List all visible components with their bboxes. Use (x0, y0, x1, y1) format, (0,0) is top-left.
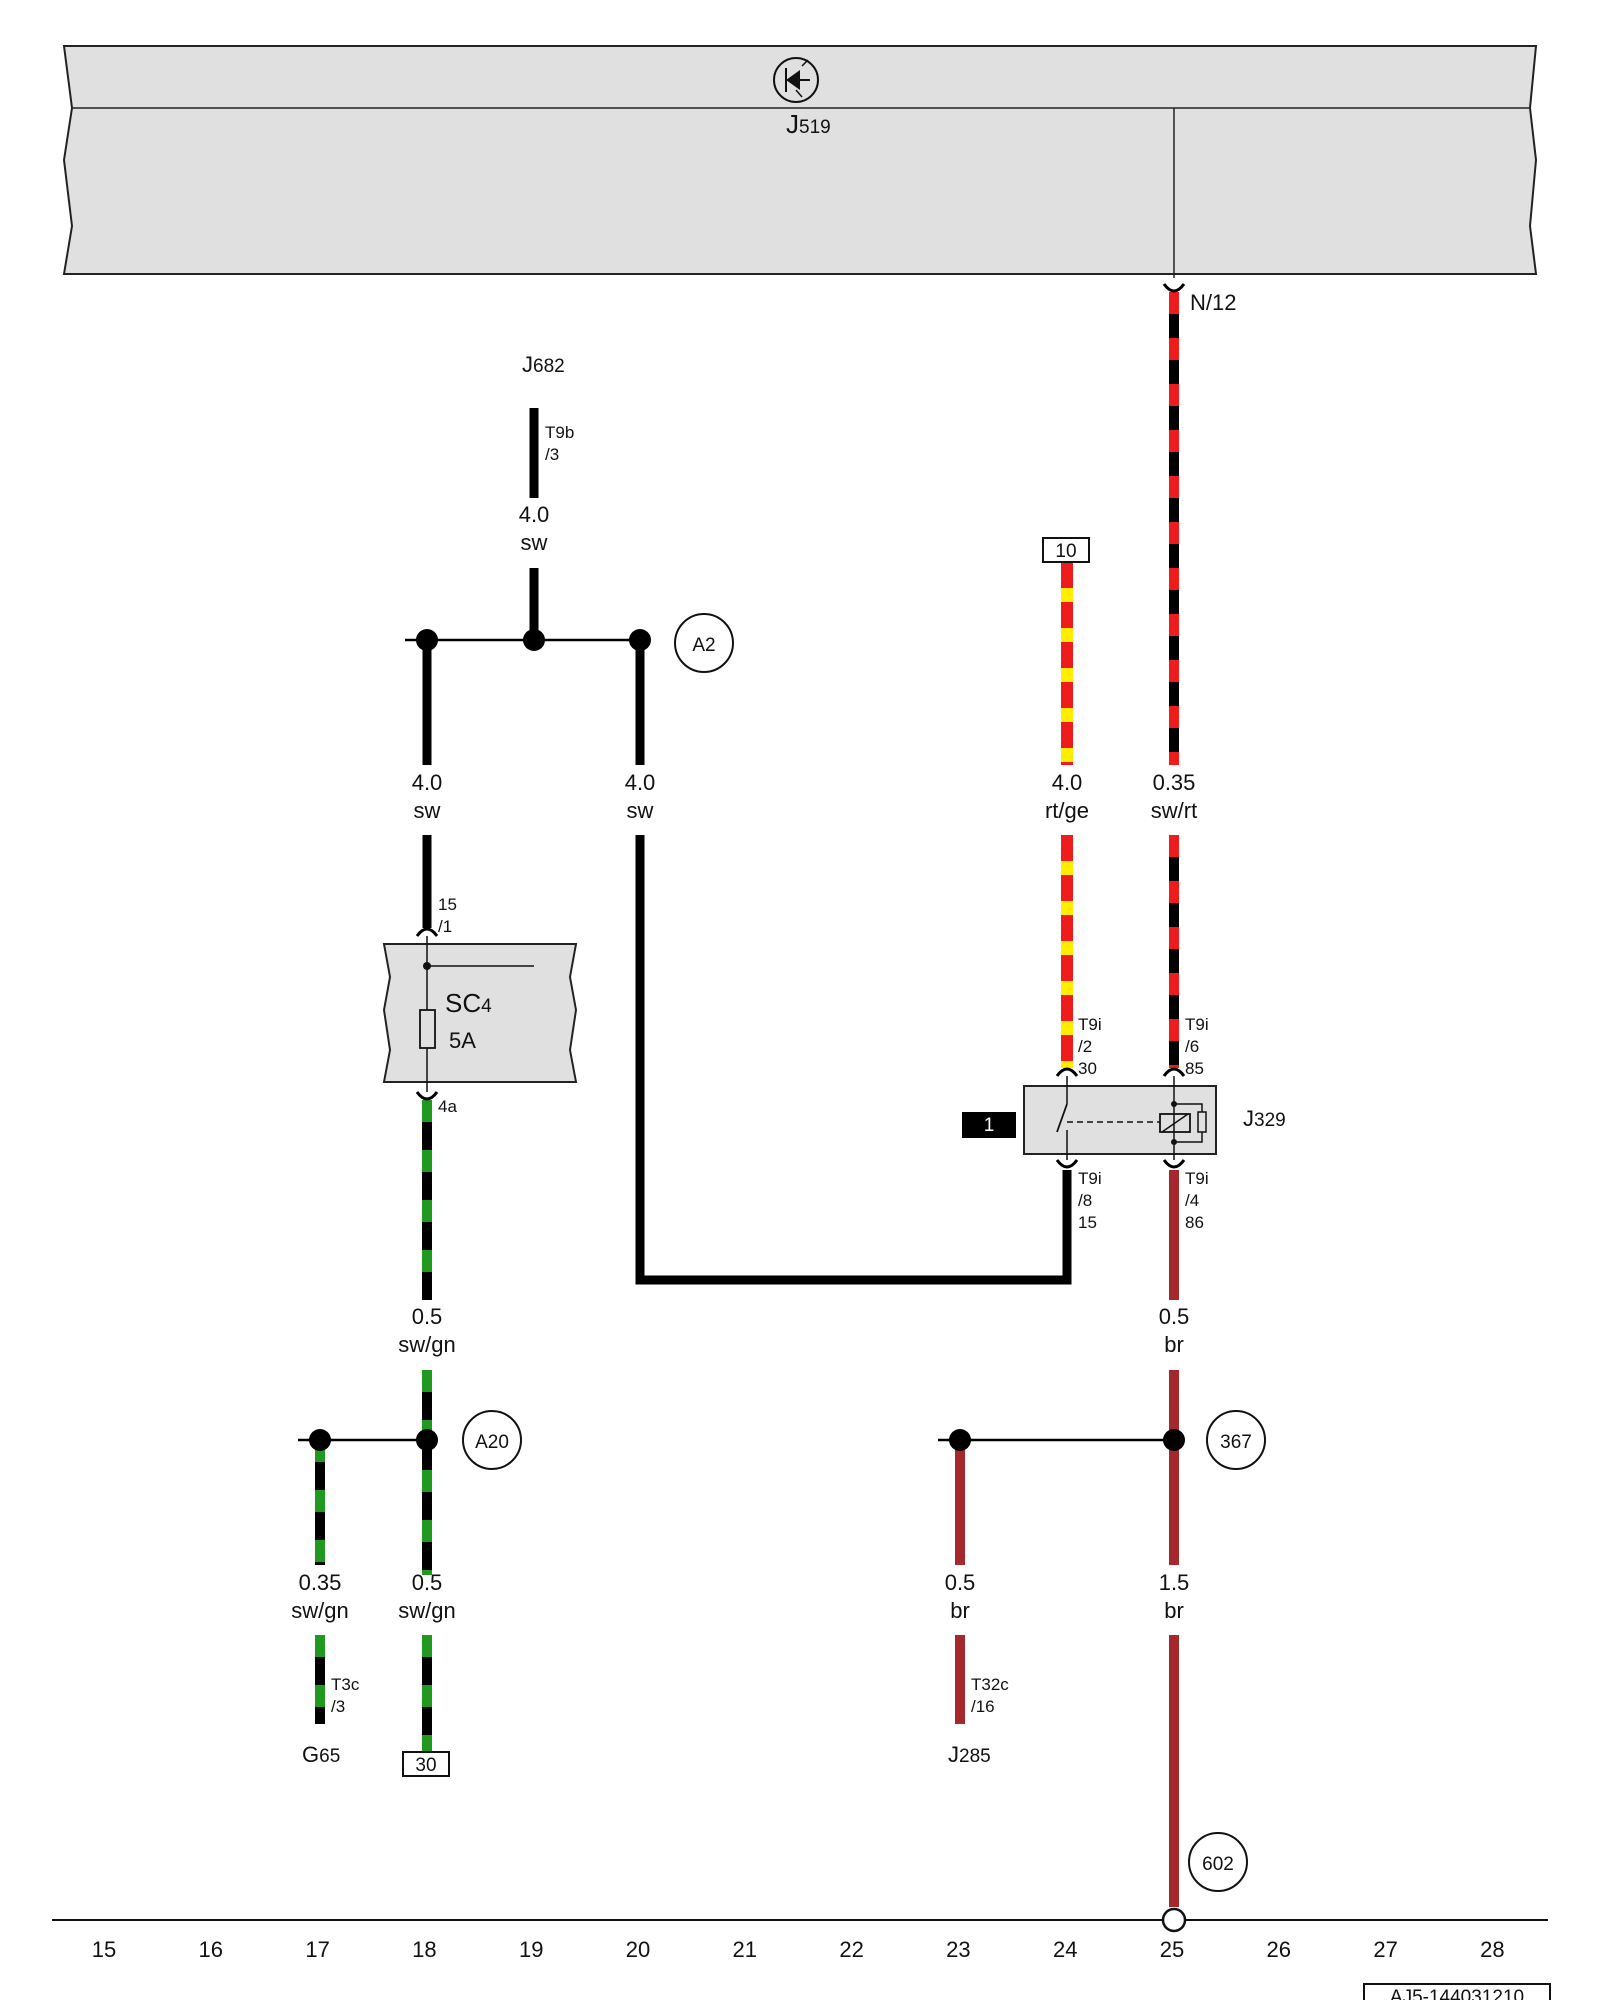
svg-text:4a: 4a (438, 1097, 457, 1116)
wire-w10-size: 0.5 (945, 1570, 976, 1595)
grid-number-24: 24 (1053, 1937, 1077, 1962)
wire-w6-color: sw/gn (398, 1332, 455, 1357)
grid-number-15: 15 (92, 1937, 116, 1962)
connector-labels: N/12 T9b /3 T9i /2 30 T9i /6 85 T9i /8 1… (331, 290, 1236, 1716)
wire-w3-color: sw (627, 798, 654, 823)
svg-text:T9i: T9i (1185, 1015, 1209, 1034)
fuse-sc4: SC4 5A (382, 936, 578, 1092)
grid-number-17: 17 (305, 1937, 329, 1962)
grid-numbers: 15 16 17 18 19 20 21 22 23 24 25 26 27 28 (92, 1937, 1505, 1962)
reference-circles: A2 A20 367 602 (462, 613, 1266, 1892)
wire-w2-size: 4.0 (412, 770, 443, 795)
wire-w4-size: 4.0 (1052, 770, 1083, 795)
svg-text:1: 1 (984, 1115, 995, 1136)
grid-number-23: 23 (946, 1937, 970, 1962)
sc4-rating: 5A (449, 1028, 476, 1053)
diagram-id: AJ5-144031210 (1390, 1987, 1524, 2000)
reference-badge: 1 (962, 1112, 1016, 1138)
svg-text:30: 30 (1078, 1059, 1097, 1078)
control-unit-j519: J519 (62, 45, 1538, 278)
grid-number-28: 28 (1480, 1937, 1504, 1962)
wire-w8-color: sw/gn (291, 1598, 348, 1623)
j285-label: J285 (948, 1742, 991, 1767)
relay-switch-icon (1056, 1103, 1068, 1133)
junction-dots (309, 629, 1185, 1451)
grid-number-26: 26 (1267, 1937, 1291, 1962)
connector-pins (415, 283, 1186, 1169)
wire-labels: 4.0 sw 4.0 sw 4.0 sw 4.0 rt/ge 0.35 sw/r… (291, 502, 1197, 1623)
grid-number-22: 22 (839, 1937, 863, 1962)
wire-w7-size: 0.5 (1159, 1304, 1190, 1329)
svg-text:15: 15 (438, 895, 457, 914)
wire-w5-color: sw/rt (1151, 798, 1197, 823)
sc4-label: SC4 (445, 988, 492, 1018)
svg-text:/1: /1 (438, 917, 452, 936)
wire-w3-lower (635, 835, 1072, 1285)
wire-w6-size: 0.5 (412, 1304, 443, 1329)
grid-number-25: 25 (1160, 1937, 1184, 1962)
grid-number-18: 18 (412, 1937, 436, 1962)
wire-w3-size: 4.0 (625, 770, 656, 795)
grid-number-16: 16 (199, 1937, 223, 1962)
wire-w11-size: 1.5 (1159, 1570, 1190, 1595)
svg-text:86: 86 (1185, 1213, 1204, 1232)
wire-w1-color: sw (521, 530, 548, 555)
svg-text:/3: /3 (545, 445, 559, 464)
wires (298, 292, 1179, 1907)
box-30: 30 (415, 1755, 436, 1776)
svg-text:/3: /3 (331, 1697, 345, 1716)
wire-w9-color: sw/gn (398, 1598, 455, 1623)
led-diode-symbol-icon (773, 57, 819, 103)
svg-text:/16: /16 (971, 1697, 995, 1716)
relay-j329: J329 (1023, 1076, 1286, 1160)
j682-label: J682 (522, 352, 565, 377)
grid-number-19: 19 (519, 1937, 543, 1962)
svg-text:T32c: T32c (971, 1675, 1009, 1694)
svg-text:15: 15 (1078, 1213, 1097, 1232)
boxed-terminals: 10 30 (402, 537, 1090, 1777)
svg-text:T9b: T9b (545, 423, 574, 442)
wire-w1-size: 4.0 (519, 502, 550, 527)
grid-number-27: 27 (1373, 1937, 1397, 1962)
diagram-id-box: AJ5-144031210 (1363, 1983, 1551, 2000)
wire-w11-color: br (1164, 1598, 1184, 1623)
wire-w9-size: 0.5 (412, 1570, 443, 1595)
grid-number-21: 21 (733, 1937, 757, 1962)
grid-number-20: 20 (626, 1937, 650, 1962)
wire-w10-color: br (950, 1598, 970, 1623)
svg-text:/2: /2 (1078, 1037, 1092, 1056)
wire-w7-color: br (1164, 1332, 1184, 1357)
wire-w8-size: 0.35 (299, 1570, 342, 1595)
relay-coil-icon (1159, 1113, 1191, 1133)
svg-text:T3c: T3c (331, 1675, 360, 1694)
ref-367: 367 (1220, 1432, 1252, 1453)
svg-text:/8: /8 (1078, 1191, 1092, 1210)
box-10: 10 (1055, 541, 1076, 562)
j329-label: J329 (1243, 1106, 1286, 1131)
ref-602: 602 (1202, 1854, 1234, 1875)
g65-label: G65 (302, 1742, 340, 1767)
control-unit-label: J519 (786, 109, 831, 139)
ref-a2: A2 (692, 635, 715, 656)
svg-text:/4: /4 (1185, 1191, 1199, 1210)
wire-w2-color: sw (414, 798, 441, 823)
svg-text:T9i: T9i (1078, 1015, 1102, 1034)
svg-text:/6: /6 (1185, 1037, 1199, 1056)
wire-w4-color: rt/ge (1045, 798, 1089, 823)
wire-w5-size: 0.35 (1153, 770, 1196, 795)
ref-a20: A20 (475, 1432, 509, 1453)
svg-text:T9i: T9i (1078, 1169, 1102, 1188)
svg-text:N/12: N/12 (1190, 290, 1236, 315)
svg-text:T9i: T9i (1185, 1169, 1209, 1188)
svg-text:85: 85 (1185, 1059, 1204, 1078)
ground-connection-point (1161, 1907, 1187, 1933)
